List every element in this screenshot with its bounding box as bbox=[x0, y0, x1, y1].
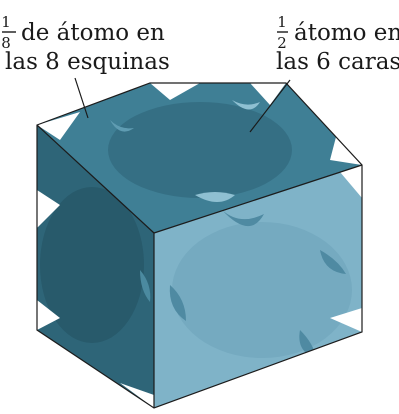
face-label-line2: las 6 caras bbox=[276, 49, 399, 75]
face-leader-line bbox=[249, 79, 291, 133]
corner-fraction-denominator: 8 bbox=[1, 34, 11, 52]
left-highlight bbox=[140, 270, 151, 302]
right-shadow-2 bbox=[320, 250, 346, 274]
top-corner-gap-1 bbox=[37, 112, 80, 140]
cube-outline bbox=[36, 82, 363, 409]
top-highlight-3 bbox=[110, 120, 134, 132]
right-gap-1 bbox=[340, 165, 362, 198]
top-corner-gap-2 bbox=[150, 83, 200, 100]
cube-top-face bbox=[37, 83, 362, 233]
face-fraction-denominator: 2 bbox=[277, 34, 287, 52]
face-fraction-numerator: 1 bbox=[277, 13, 287, 31]
left-gap-1 bbox=[37, 190, 60, 228]
top-highlight-2 bbox=[195, 192, 235, 202]
top-corner-gap-3 bbox=[250, 83, 286, 105]
right-face-half-atom bbox=[172, 222, 352, 358]
top-face-half-atom bbox=[108, 102, 292, 198]
cube-left-face bbox=[37, 125, 154, 408]
corner-fraction-numerator: 1 bbox=[1, 13, 11, 31]
corner-atoms-label: 1 8 de átomo en las 8 esquinas bbox=[1, 13, 170, 75]
top-highlight-1 bbox=[232, 100, 260, 110]
top-corner-gap-4 bbox=[330, 137, 362, 165]
cube-edges bbox=[36, 82, 363, 409]
corner-label-line1: de átomo en bbox=[21, 20, 165, 46]
face-atoms-label: 1 2 átomo en las 6 caras bbox=[276, 13, 399, 75]
right-shadow-3 bbox=[169, 285, 186, 321]
left-face-half-atom bbox=[40, 187, 144, 343]
right-gap-2 bbox=[330, 308, 362, 332]
corner-label-line2: las 8 esquinas bbox=[5, 49, 170, 75]
face-label-line1: átomo en bbox=[294, 20, 399, 46]
corner-leader-line bbox=[74, 77, 89, 119]
cube-edge-front-left-top bbox=[36, 124, 155, 234]
cube-edge-front-right-top bbox=[153, 164, 363, 234]
cube-right-face bbox=[154, 165, 362, 408]
right-shadow-1 bbox=[222, 210, 264, 227]
left-gap-2 bbox=[37, 300, 60, 330]
